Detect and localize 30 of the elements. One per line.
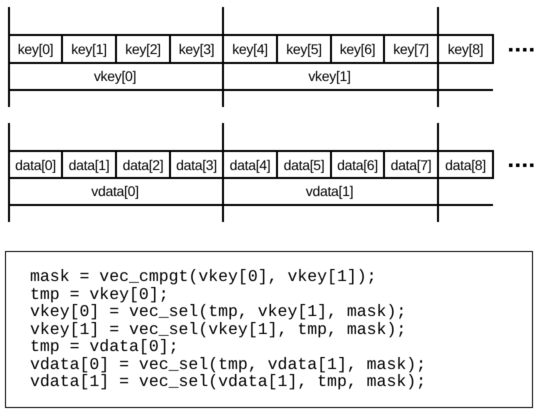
array-element-cell: data[0] — [8, 150, 63, 179]
array-element-cell: data[4] — [222, 150, 278, 179]
array-element-cell: data[7] — [383, 150, 439, 179]
array-element-cell: data[8] — [437, 150, 494, 179]
array-element-cell: key[3] — [169, 34, 224, 64]
code-line: tmp = vkey[0]; — [30, 286, 169, 303]
array-element-cell: key[4] — [222, 34, 278, 64]
array-element-cell: data[3] — [169, 150, 224, 179]
code-line: mask = vec_cmpgt(vkey[0], vkey[1]); — [30, 268, 377, 286]
vector-register-band: vdata[0] — [8, 177, 222, 206]
array-element-cell: key[7] — [383, 34, 439, 64]
array-element-cell: data[5] — [276, 150, 332, 179]
array-element-cell: key[0] — [8, 34, 63, 64]
array-element-cell: data[6] — [330, 150, 385, 179]
array-element-cell: key[6] — [330, 34, 385, 64]
vector-register-band: vkey[1] — [222, 62, 437, 91]
vector-register-band: vdata[1] — [222, 177, 437, 206]
code-line: vkey[0] = vec_sel(tmp, vkey[1], mask); — [30, 303, 406, 320]
code-box — [5, 251, 533, 408]
code-line: vdata[0] = vec_sel(tmp, vdata[1], mask); — [30, 356, 426, 373]
array-element-cell: key[5] — [276, 34, 332, 64]
code-line: vdata[1] = vec_sel(vdata[1], tmp, mask); — [30, 373, 426, 390]
array-element-cell: data[2] — [115, 150, 171, 179]
array-element-cell: key[8] — [437, 34, 494, 64]
array-element-cell: data[1] — [61, 150, 117, 179]
array-element-cell: key[1] — [61, 34, 117, 64]
code-line: vkey[1] = vec_sel(vkey[1], tmp, mask); — [30, 320, 406, 338]
array-element-cell: key[2] — [115, 34, 171, 64]
vector-register-band: vkey[0] — [8, 62, 222, 91]
code-line: tmp = vdata[0]; — [30, 338, 179, 356]
